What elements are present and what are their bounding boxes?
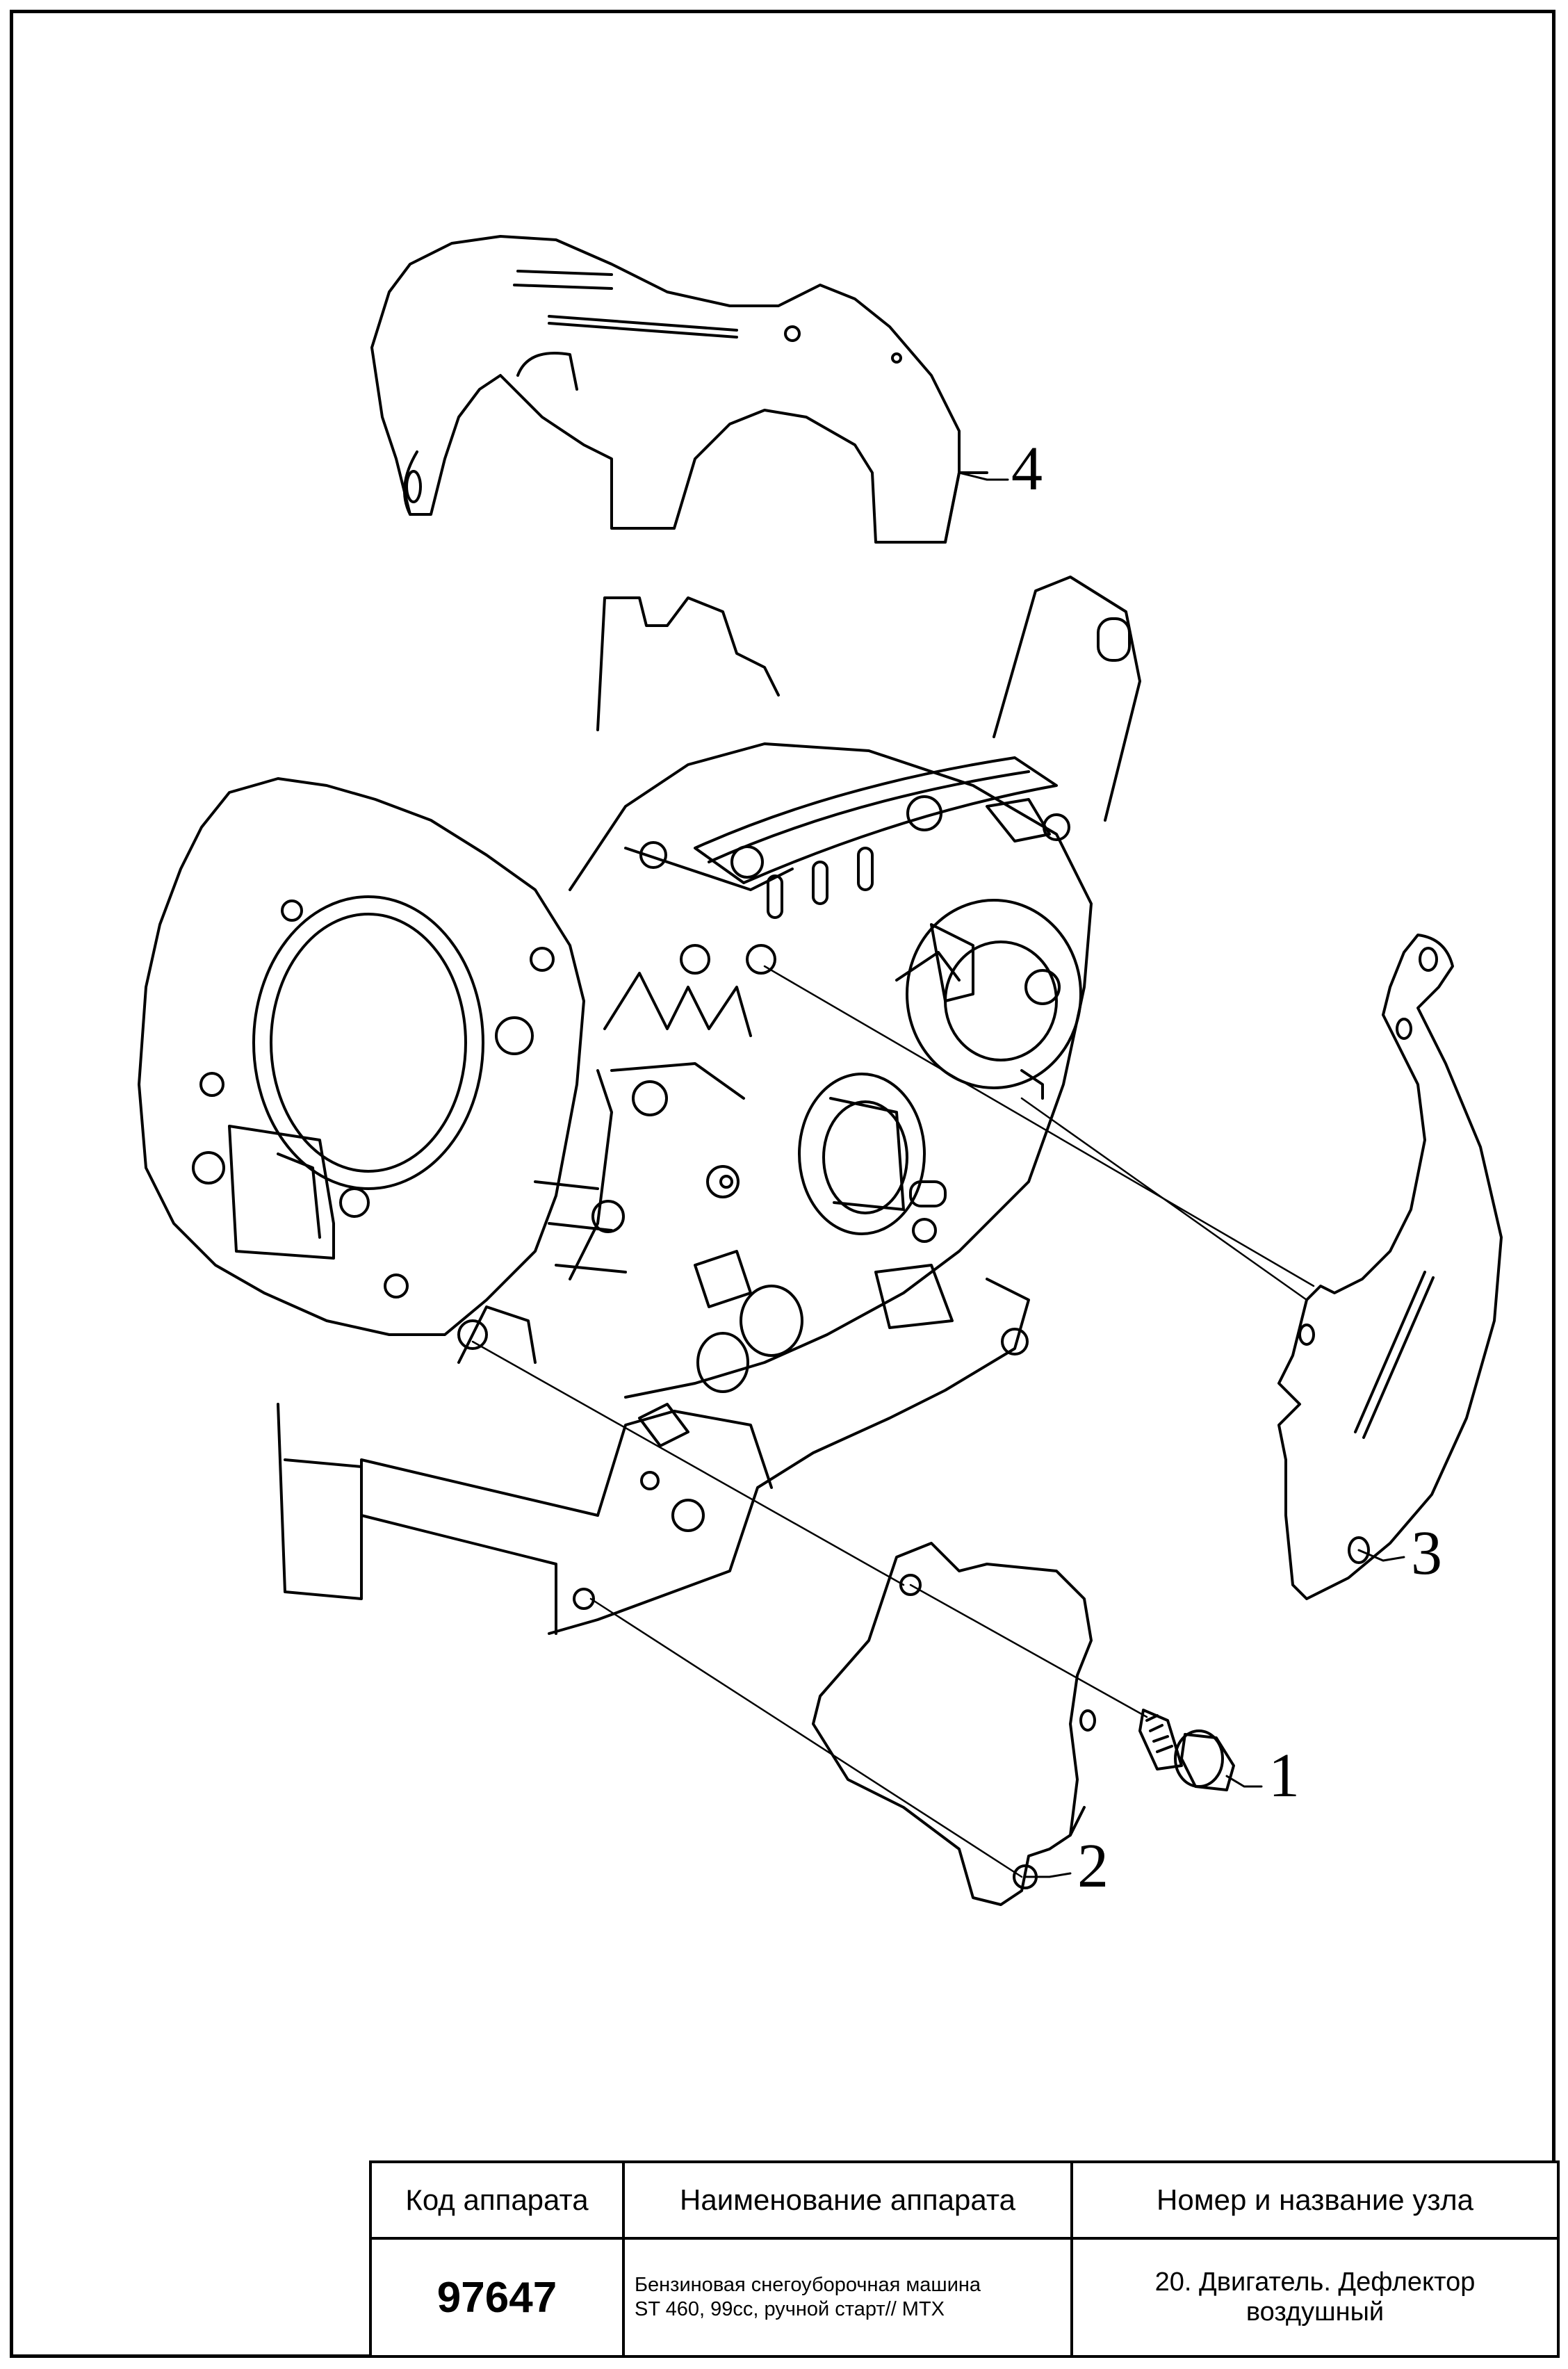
title-block-value-row: 97647 Бензиновая снегоуборочная машина S… <box>369 2237 1560 2358</box>
assembly-lines <box>471 965 1315 1878</box>
device-name-line-2: ST 460, 99cc, ручной старт// MTX <box>635 2298 945 2320</box>
device-name: Бензиновая снегоуборочная машина ST 460,… <box>622 2237 1073 2358</box>
part-4-upper-deflector <box>370 235 988 544</box>
device-name-line-1: Бензиновая снегоуборочная машина <box>635 2274 981 2297</box>
title-block-header-row: Код аппарата Наименование аппарата Номер… <box>369 2160 1560 2240</box>
header-unit-name: Номер и название узла <box>1070 2160 1560 2240</box>
part-2-lower-deflector <box>812 1542 1096 1906</box>
part-3-side-deflector <box>1277 934 1503 1600</box>
title-block: Код аппарата Наименование аппарата Номер… <box>369 2160 1560 2358</box>
callout-2: 2 <box>1077 1832 1109 1900</box>
unit-name: 20. Двигатель. Дефлектор воздушный <box>1070 2237 1560 2358</box>
callout-3: 3 <box>1411 1519 1442 1588</box>
callout-4: 4 <box>1011 434 1043 503</box>
header-device-name: Наименование аппарата <box>622 2160 1073 2240</box>
device-code: 97647 <box>369 2237 625 2358</box>
callout-1: 1 <box>1268 1741 1300 1810</box>
header-device-code: Код аппарата <box>369 2160 625 2240</box>
part-1-bolt <box>1138 1709 1235 1791</box>
leader-lines <box>958 471 1405 1878</box>
engine-crankcase <box>138 576 1141 1635</box>
